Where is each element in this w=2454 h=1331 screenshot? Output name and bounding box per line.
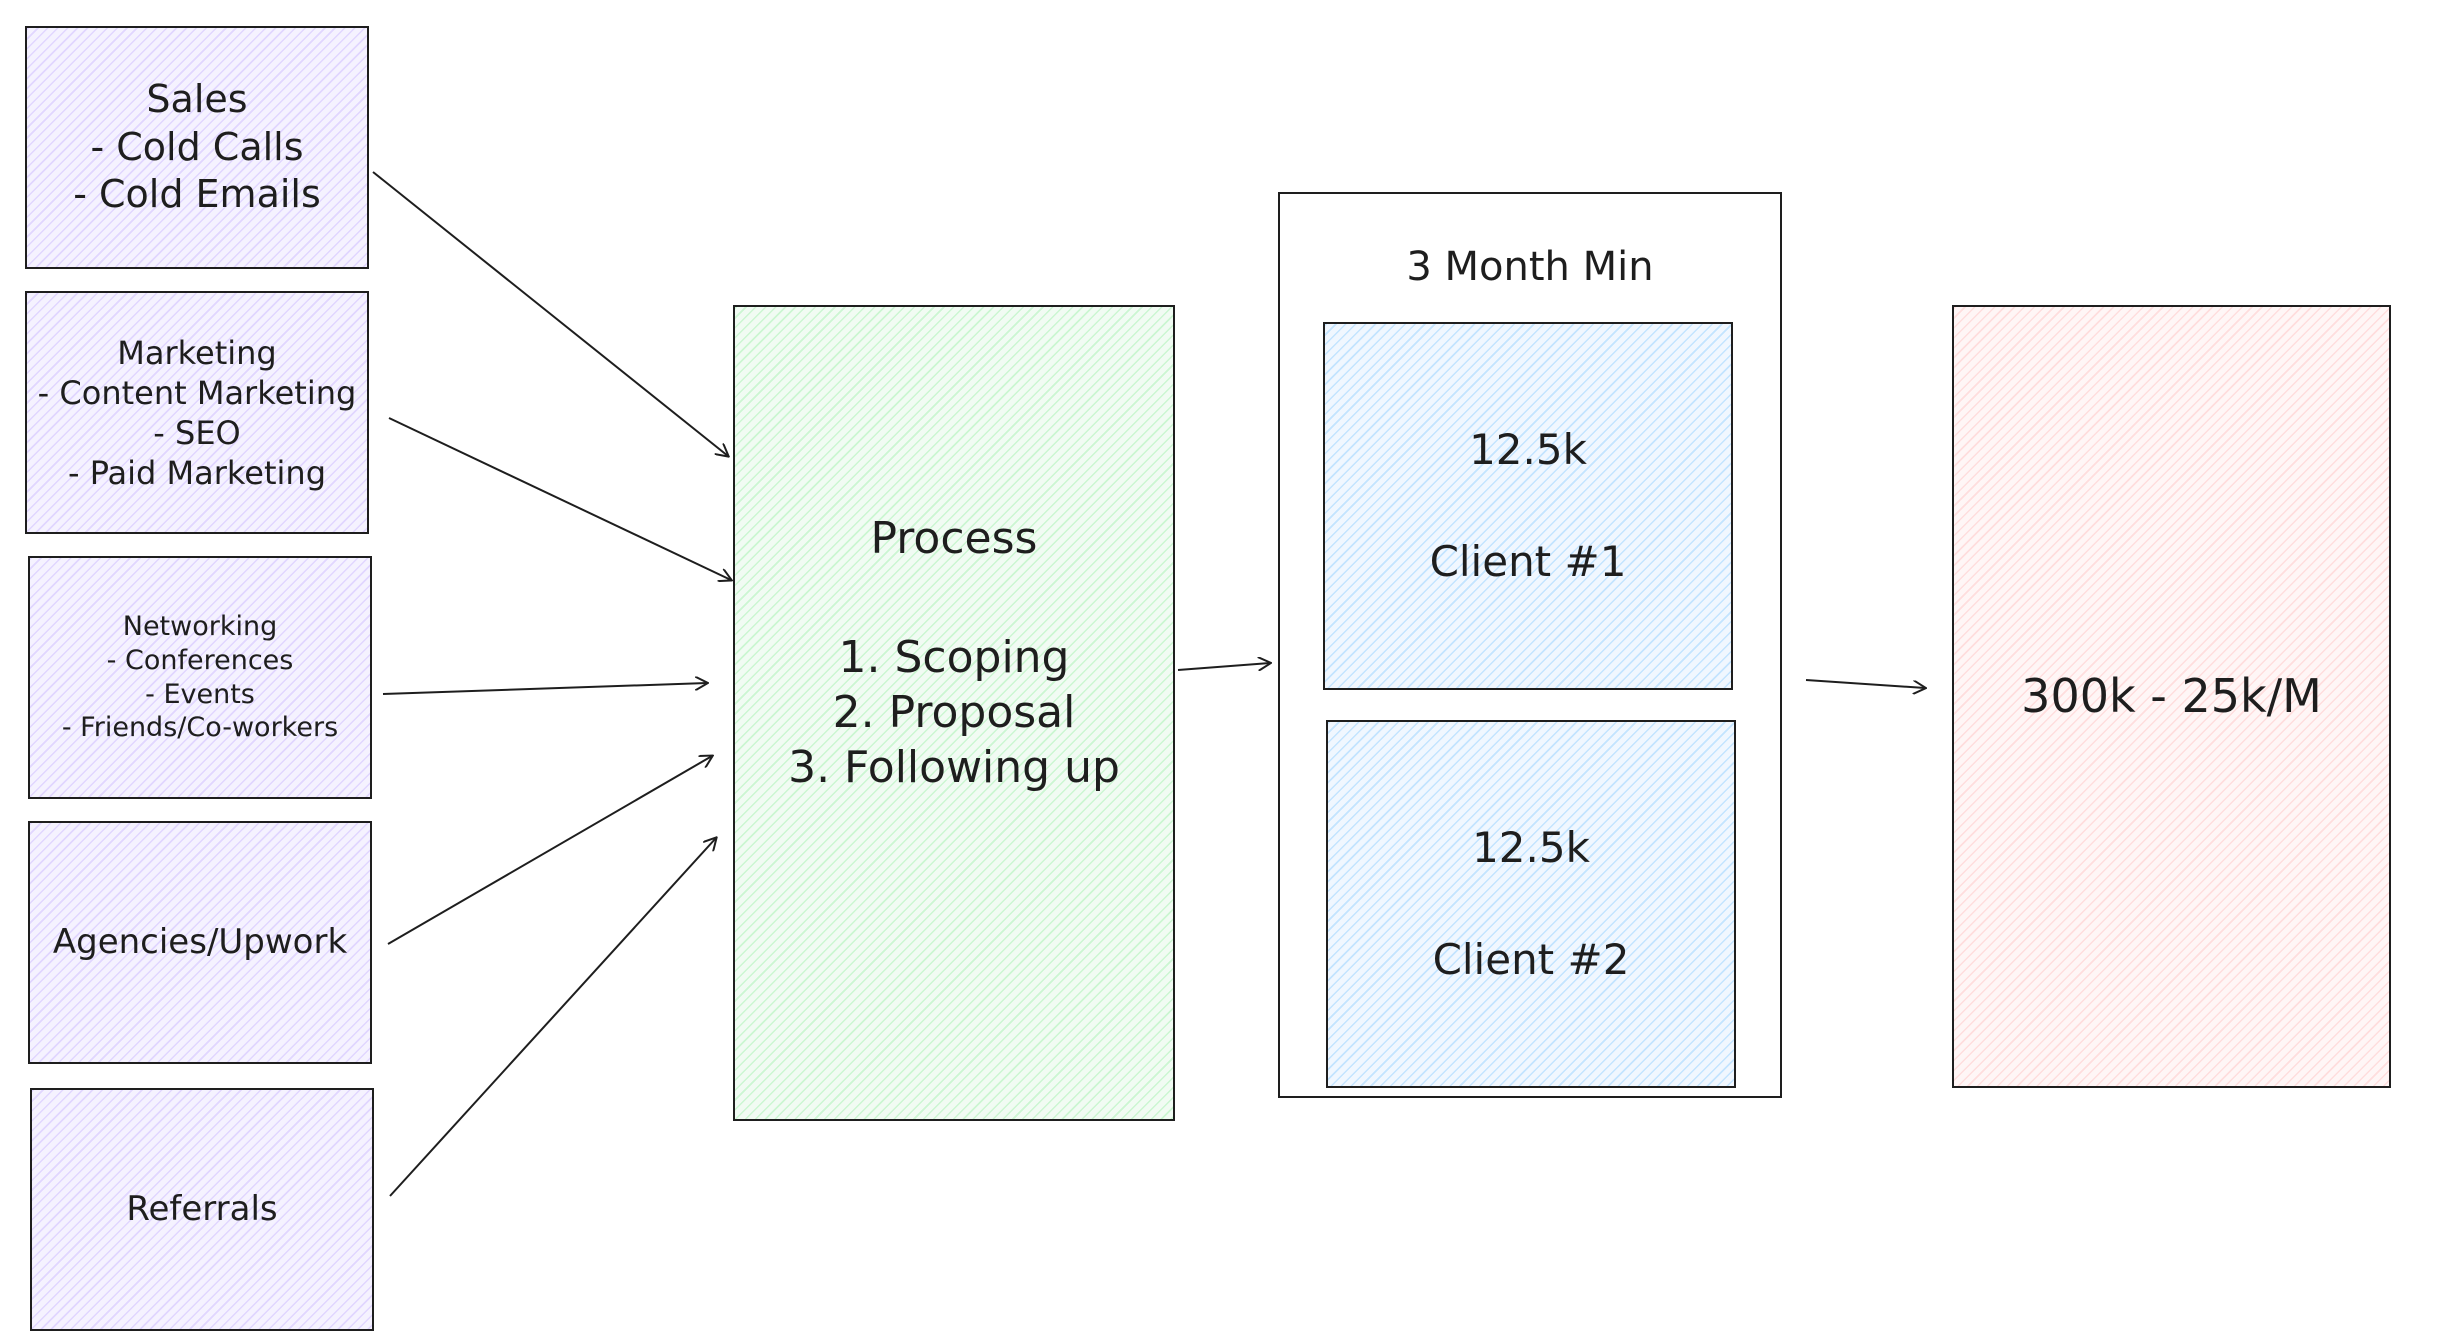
referrals-box[interactable]: Referrals — [30, 1088, 374, 1331]
agencies-title: Agencies/Upwork — [52, 922, 348, 963]
arrow-referrals-to-process — [389, 838, 716, 1197]
sales-box[interactable]: Sales - Cold Calls - Cold Emails — [25, 26, 369, 269]
networking-item: - Events — [145, 678, 255, 710]
networking-title: Networking — [122, 611, 278, 642]
networking-item: - Friends/Co-workers — [61, 712, 339, 744]
referrals-title: Referrals — [126, 1189, 278, 1230]
process-box[interactable]: Process 1. Scoping 2. Proposal 3. Follow… — [733, 305, 1175, 1121]
client-card[interactable]: 12.5k Client #1 — [1323, 322, 1733, 690]
client-card[interactable]: 12.5k Client #2 — [1326, 720, 1736, 1088]
process-title: Process — [870, 513, 1038, 564]
sales-item: - Cold Emails — [73, 172, 321, 217]
networking-box[interactable]: Networking - Conferences - Events - Frie… — [28, 556, 372, 799]
networking-item: - Conferences — [106, 644, 294, 676]
sales-item: - Cold Calls — [90, 124, 304, 169]
arrow-retainer-to-result — [1805, 679, 1925, 688]
marketing-box[interactable]: Marketing - Content Marketing - SEO - Pa… — [25, 291, 369, 534]
agencies-box[interactable]: Agencies/Upwork — [28, 821, 372, 1064]
arrow-marketing-to-process — [388, 417, 731, 580]
process-content: Process 1. Scoping 2. Proposal 3. Follow… — [788, 511, 1120, 795]
arrow-agencies-to-process — [387, 756, 712, 945]
client-amount: 12.5k — [1469, 424, 1587, 474]
marketing-title: Marketing — [117, 333, 277, 372]
marketing-item: - Paid Marketing — [67, 453, 327, 492]
client-amount: 12.5k — [1472, 822, 1590, 872]
result-box[interactable]: 300k - 25k/M — [1952, 305, 2391, 1088]
process-step: 2. Proposal — [832, 687, 1076, 738]
client-label: Client #2 — [1432, 935, 1630, 984]
process-step: 3. Following up — [788, 742, 1120, 793]
arrow-sales-to-process — [372, 171, 728, 456]
arrow-process-to-retainer — [1177, 663, 1270, 671]
process-step: 1. Scoping — [838, 632, 1070, 683]
retainer-title: 3 Month Min — [1406, 244, 1654, 290]
client-label: Client #1 — [1429, 537, 1627, 586]
marketing-item: - Content Marketing — [37, 373, 357, 412]
marketing-item: - SEO — [153, 413, 241, 452]
arrow-networking-to-process — [382, 683, 707, 695]
result-label: 300k - 25k/M — [2021, 668, 2322, 723]
sales-title: Sales — [146, 77, 248, 122]
